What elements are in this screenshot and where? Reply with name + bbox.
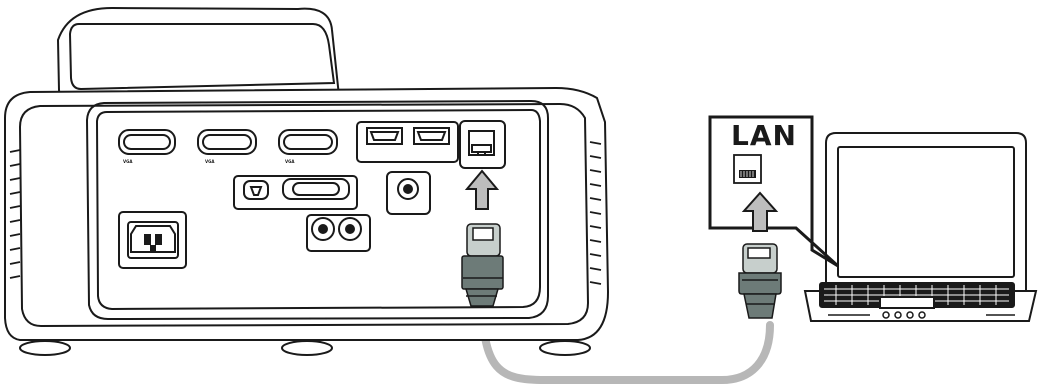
- vga-out-port: [279, 130, 337, 154]
- vga-port-2: [198, 130, 256, 154]
- projector-rj45-plug: [462, 224, 503, 306]
- laptop-lan-port: [734, 155, 761, 183]
- usb-port: [244, 181, 268, 199]
- projector-foot-middle: [282, 341, 332, 355]
- lan-callout-label: LAN: [731, 119, 797, 152]
- svg-text:VGA: VGA: [285, 159, 295, 164]
- laptop-touchpad: [880, 297, 934, 308]
- vga-port-1: [119, 130, 175, 154]
- projector-body: [5, 88, 608, 340]
- laptop-lid: [826, 133, 1026, 292]
- laptop-rj45-plug: [739, 244, 781, 318]
- svg-text:VGA: VGA: [205, 159, 215, 164]
- projector-foot-right: [540, 341, 590, 355]
- svg-text:VGA: VGA: [123, 159, 133, 164]
- laptop: [805, 133, 1036, 321]
- projector-foot-left: [20, 341, 70, 355]
- projector: VGA VGA VGA: [5, 8, 608, 355]
